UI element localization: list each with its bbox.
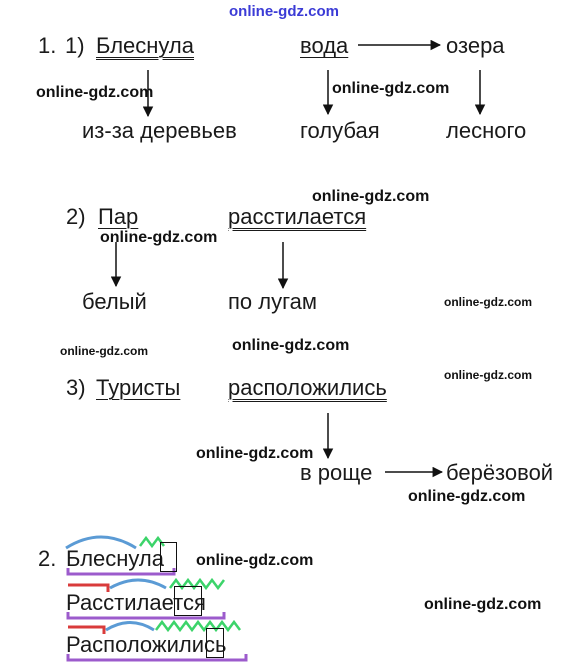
s2-predicate: расстилается — [228, 204, 367, 229]
morpheme-word-1: Блеснула — [66, 546, 165, 571]
watermark: online-gdz.com — [196, 552, 314, 569]
s1-dep-subject-1: голубая — [300, 118, 380, 143]
ending-box-3 — [206, 628, 224, 658]
s1-dep-subject-2: озера — [446, 33, 505, 58]
s1-predicate: Блеснула — [96, 33, 195, 58]
task1-number: 1. — [38, 33, 57, 58]
s3-dep-predicate-child: берёзовой — [446, 460, 554, 485]
s1-subject: вода — [300, 33, 349, 58]
s1-dep-subject-2-child: лесного — [446, 118, 527, 143]
watermark: online-gdz.com — [444, 368, 532, 382]
ending-box-1 — [160, 542, 177, 572]
task2-number: 2. — [38, 546, 57, 571]
s2-dep-predicate: по лугам — [228, 289, 317, 314]
watermark: online-gdz.com — [60, 344, 148, 358]
watermark: online-gdz.com — [444, 295, 532, 309]
ending-zigzag-1 — [139, 535, 165, 549]
prefix-corner-3 — [68, 625, 106, 634]
watermark-top: online-gdz.com — [229, 3, 339, 20]
watermark: online-gdz.com — [424, 596, 542, 613]
s3-dep-predicate: в роще — [300, 460, 373, 485]
root-arc-2 — [109, 578, 167, 590]
morpheme-word-2: Расстилается — [66, 590, 206, 615]
base-bracket-2 — [66, 612, 226, 620]
sentence1-number: 1) — [65, 33, 85, 58]
watermark: online-gdz.com — [408, 488, 526, 505]
sentence3-number: 3) — [66, 375, 86, 400]
morpheme-word-3: Расположились — [66, 632, 227, 657]
watermark: online-gdz.com — [36, 84, 154, 101]
prefix-corner-2 — [68, 583, 110, 592]
base-bracket-3 — [66, 654, 248, 662]
watermark: online-gdz.com — [332, 80, 450, 97]
s3-subject: Туристы — [96, 375, 181, 400]
root-arc-3 — [105, 621, 155, 632]
s1-dep-predicate: из-за деревьев — [82, 118, 237, 143]
watermark: online-gdz.com — [100, 229, 218, 246]
s2-dep-subject: белый — [82, 289, 147, 314]
ending-box-2 — [174, 586, 202, 616]
ending-zigzag-2 — [169, 577, 225, 591]
watermark: online-gdz.com — [232, 337, 350, 354]
ending-zigzag-3 — [155, 619, 241, 633]
s3-predicate: расположились — [228, 375, 387, 400]
s2-subject: Пар — [98, 204, 139, 229]
sentence2-number: 2) — [66, 204, 86, 229]
watermark: online-gdz.com — [196, 445, 314, 462]
watermark: online-gdz.com — [312, 188, 430, 205]
root-arc-1 — [65, 535, 137, 550]
